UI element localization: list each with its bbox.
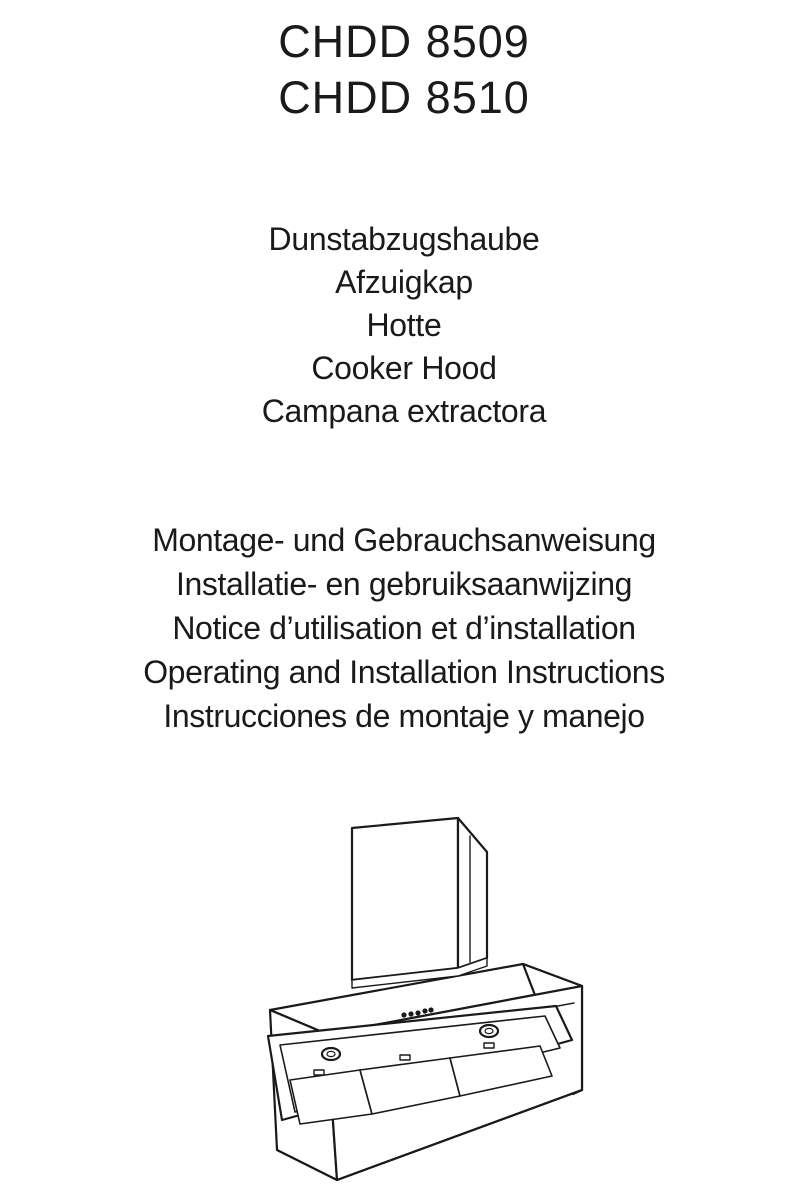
- hood-bottom-edge: [276, 1089, 583, 1181]
- control-buttons: [401, 1007, 434, 1018]
- product-name-es: Campana extractora: [261, 393, 547, 429]
- hood-underside: [266, 1004, 574, 1125]
- manual-title-en: Operating and Installation Instructions: [143, 654, 665, 690]
- manual-title-de: Montage- und Gebrauchsanweisung: [152, 522, 656, 558]
- product-name-fr: Hotte: [366, 307, 442, 343]
- model-numbers: CHDD 8509 CHDD 8510: [0, 14, 808, 126]
- model-number: CHDD 8510: [278, 72, 530, 123]
- model-number: CHDD 8509: [278, 16, 530, 67]
- product-name-de: Dunstabzugshaube: [268, 221, 540, 257]
- chimney: [350, 816, 489, 982]
- cooker-hood-drawing-icon: [266, 816, 584, 1182]
- manual-title-fr: Notice d’utilisation et d’installation: [172, 610, 636, 646]
- product-name-nl: Afzuigkap: [335, 264, 473, 300]
- manual-titles: Montage- und Gebrauchsanweisung Installa…: [0, 518, 808, 738]
- product-name-en: Cooker Hood: [311, 350, 497, 386]
- product-names: Dunstabzugshaube Afzuigkap Hotte Cooker …: [0, 218, 808, 433]
- manual-title-es: Instrucciones de montaje y manejo: [163, 698, 645, 734]
- manual-title-nl: Installatie- en gebruiksaanwijzing: [176, 566, 632, 602]
